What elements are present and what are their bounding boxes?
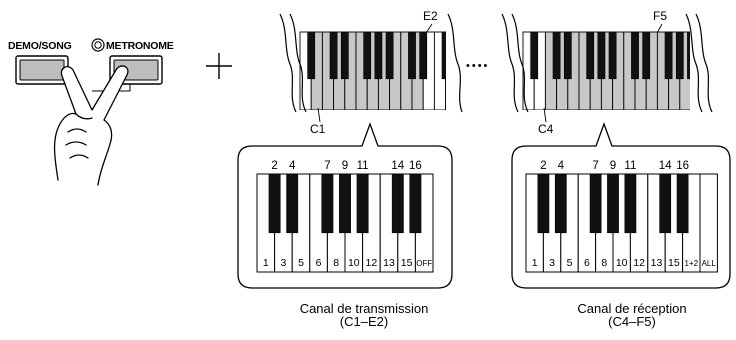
black-key-channel-number: 9: [610, 160, 616, 172]
black-key-channel-number: 16: [676, 160, 689, 172]
keyboard-black-key: [308, 32, 315, 79]
inset-black-key: [269, 174, 280, 233]
keyboard-black-key: [598, 32, 605, 79]
reception-caption-range: (C4–F5): [532, 315, 732, 328]
black-key-channel-number: 7: [324, 160, 330, 172]
black-key-channel-number: 9: [342, 160, 348, 172]
note-label-c4: C4: [538, 122, 553, 136]
white-key-channel-number: 15: [668, 257, 680, 269]
white-key-channel-number: 5: [298, 257, 304, 269]
keyboard-black-key: [408, 32, 415, 79]
keyboard-black-key: [330, 32, 337, 79]
white-key-channel-number: 8: [333, 257, 339, 269]
black-key-channel-number: 16: [409, 160, 422, 172]
black-key-channel-number: 4: [558, 160, 565, 172]
transmission-caption: Canal de transmission (C1–E2): [264, 302, 464, 328]
keyboard-black-key: [553, 32, 560, 79]
inset-black-key: [555, 174, 566, 233]
white-key-channel-number: 13: [383, 257, 395, 269]
black-key-channel-number: 11: [624, 160, 636, 172]
keyboard-black-key: [386, 32, 393, 79]
white-key-channel-number: OFF: [416, 259, 432, 268]
keyboard-white-key: [725, 32, 736, 110]
inset-black-key: [538, 174, 549, 233]
white-key-channel-number: 15: [401, 257, 413, 269]
demo-song-button[interactable]: [16, 56, 68, 84]
black-key-channel-number: 14: [391, 160, 404, 172]
keyboard-black-key: [631, 32, 638, 79]
keyboard-black-key: [564, 32, 571, 79]
white-key-channel-number: 6: [584, 257, 590, 269]
white-key-channel-number: 13: [651, 257, 663, 269]
keyboard-black-key: [710, 32, 717, 79]
demo-song-label: DEMO/SONG: [8, 40, 72, 52]
keyboard-white-key: [713, 32, 724, 110]
keyboard-black-key: [721, 32, 728, 79]
inset-black-key: [357, 174, 368, 233]
black-key-channel-number: 7: [592, 160, 598, 172]
keyboard-black-key: [665, 32, 672, 79]
keyboard-white-key: [490, 32, 501, 110]
white-key-channel-number: 3: [280, 257, 286, 269]
plus-icon: [206, 53, 232, 79]
white-key-channel-number: 1: [263, 257, 269, 269]
white-key-channel-number: 12: [366, 257, 378, 269]
inset-black-key: [660, 174, 671, 233]
keyboard-black-key: [676, 32, 683, 79]
keyboard-white-key: [502, 32, 513, 110]
inset-black-key: [590, 174, 601, 233]
inset-black-key: [410, 174, 421, 233]
metronome-indicator-icon: [92, 39, 104, 51]
note-label-c1: C1: [310, 122, 325, 136]
keyboard-strip-right: [523, 32, 736, 110]
metronome-label: METRONOME: [106, 40, 174, 52]
keyboard-black-key: [375, 32, 382, 79]
keyboard-black-key: [420, 32, 427, 79]
keyboard-black-key: [587, 32, 594, 79]
white-key-channel-number: 10: [616, 257, 628, 269]
inset-black-key: [392, 174, 403, 233]
keyboard-black-key: [442, 32, 449, 79]
note-label-e2: E2: [423, 9, 438, 23]
white-key-channel-number: 12: [633, 257, 645, 269]
keyboard-black-key: [643, 32, 650, 79]
keyboard-black-key: [531, 32, 538, 79]
keyboard-black-key: [341, 32, 348, 79]
black-key-channel-number: 2: [271, 160, 277, 172]
white-key-channel-number: 1+2: [685, 259, 699, 268]
inset-white-key: [700, 174, 717, 272]
keyboard-black-key: [609, 32, 616, 79]
inset-black-key: [339, 174, 350, 233]
white-key-channel-number: 1: [532, 257, 538, 269]
black-key-channel-number: 11: [357, 160, 369, 172]
keyboard-black-key: [498, 32, 505, 79]
inset-black-key: [322, 174, 333, 233]
inset-black-key: [287, 174, 298, 233]
inset-black-key: [625, 174, 636, 233]
inset-black-key: [677, 174, 688, 233]
black-key-channel-number: 14: [659, 160, 672, 172]
keyboard-white-key: [446, 32, 457, 110]
black-key-channel-number: 2: [540, 160, 546, 172]
note-label-f5: F5: [653, 9, 667, 23]
white-key-channel-number: ALL: [702, 259, 717, 268]
white-key-channel-number: 10: [348, 257, 360, 269]
hand-icon: [55, 66, 128, 185]
white-key-channel-number: 3: [549, 257, 555, 269]
keyboard-ellipsis: ••••: [466, 60, 489, 72]
reception-caption: Canal de réception (C4–F5): [532, 302, 732, 328]
inset-black-key: [607, 174, 618, 233]
keyboard-black-key: [364, 32, 371, 79]
white-key-channel-number: 8: [601, 257, 607, 269]
white-key-channel-number: 6: [316, 257, 322, 269]
black-key-channel-number: 4: [289, 160, 296, 172]
white-key-channel-number: 5: [567, 257, 573, 269]
transmission-caption-range: (C1–E2): [264, 315, 464, 328]
